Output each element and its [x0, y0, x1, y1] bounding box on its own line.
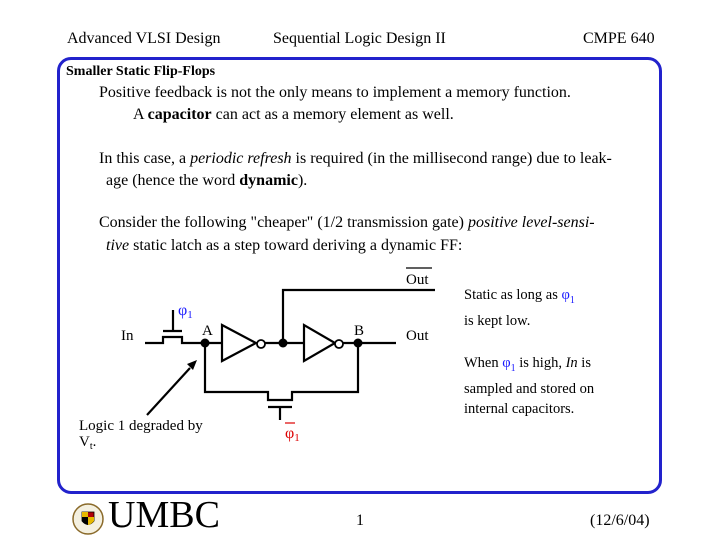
label-node-b: B [354, 323, 364, 339]
note-line-2: Vt. [79, 434, 96, 452]
inverter-2-bubble [334, 339, 344, 349]
slide-frame [57, 57, 662, 494]
umbc-seal-icon [72, 503, 104, 535]
wire-out-bar [281, 288, 435, 343]
bottom-pass-gate [268, 405, 292, 420]
node-a [200, 338, 210, 348]
node-b [353, 338, 363, 348]
label-node-a: A [202, 323, 213, 339]
paragraph-4-cont: tive static latch as a step toward deriv… [106, 237, 463, 254]
header-course-code: CMPE 640 [583, 30, 655, 47]
paragraph-2: A capacitor can act as a memory element … [133, 106, 454, 123]
node-mid [278, 338, 288, 348]
label-phi-top: φ1 [178, 302, 193, 321]
header-course: Advanced VLSI Design [67, 30, 221, 47]
inverter-1-bubble [256, 339, 266, 349]
label-in: In [121, 328, 134, 344]
slide-title: Smaller Static Flip-Flops [66, 64, 216, 79]
footer-date: (12/6/04) [590, 512, 650, 529]
header-topic: Sequential Logic Design II [273, 30, 446, 47]
annotation-arrow [146, 367, 191, 416]
label-out: Out [406, 328, 429, 344]
paragraph-1: Positive feedback is not the only means … [99, 84, 571, 101]
wire-feedback [203, 343, 360, 402]
top-pass-gate [163, 310, 182, 333]
paragraph-4: Consider the following "cheaper" (1/2 tr… [99, 214, 595, 231]
page-number: 1 [356, 512, 364, 529]
note-line-1: Logic 1 degraded by [79, 418, 203, 434]
label-out-bar: Out [406, 272, 429, 288]
inverter-2 [302, 323, 338, 363]
umbc-logo-text: UMBC [108, 494, 220, 536]
paragraph-3-cont: age (hence the word dynamic). [106, 172, 308, 189]
paragraph-3: In this case, a periodic refresh is requ… [99, 150, 612, 167]
inverter-1 [220, 323, 259, 363]
label-phi-bottom: φ1 [285, 425, 300, 444]
side-note-sampled: When φ1 is high, In is sampled and store… [464, 355, 595, 417]
wire-in [145, 335, 222, 345]
arrow-head [187, 360, 197, 370]
